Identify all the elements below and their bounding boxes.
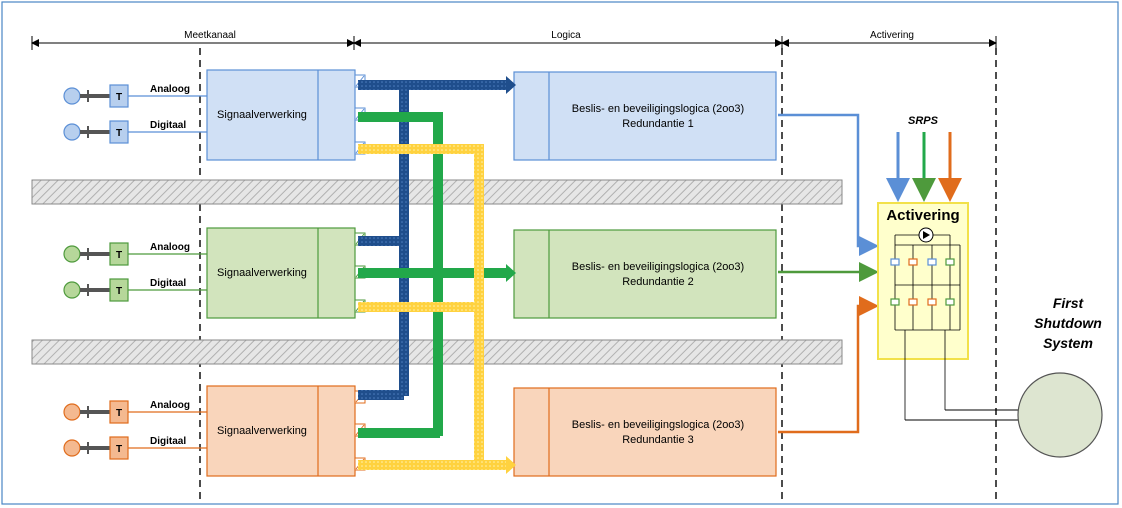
relay-contact-icon	[927, 298, 937, 306]
processing-label: Signaalverwerking	[217, 109, 307, 121]
bus-yellow	[358, 144, 516, 474]
pump-arrow-icon	[923, 231, 930, 239]
logic-redundancy: Redundantie 3	[622, 434, 694, 446]
logic-box	[513, 387, 777, 477]
relay-contact-icon	[945, 298, 955, 306]
relay-contact-icon	[890, 298, 900, 306]
phase-label-logica: Logica	[551, 30, 581, 41]
transmitter-label: T	[116, 250, 122, 261]
srps-arrows	[886, 132, 962, 202]
sensor-icon	[63, 281, 81, 299]
transmitter-label: T	[116, 92, 122, 103]
signal-type-label: Digitaal	[150, 278, 186, 289]
signal-type-label: Digitaal	[150, 436, 186, 447]
sensor-icon	[63, 87, 81, 105]
logic-output-lines	[778, 113, 879, 434]
fss-line1: First	[1053, 295, 1085, 311]
phase-boundaries	[199, 48, 997, 500]
activation-box: Activering	[877, 202, 969, 420]
relay-contact-icon	[945, 258, 955, 266]
relay-contact-icon	[890, 258, 900, 266]
phase-label-meetkanaal: Meetkanaal	[184, 30, 236, 41]
fss-line3: System	[1043, 335, 1093, 351]
sensor-icon	[63, 403, 81, 421]
transmitter-label: T	[116, 286, 122, 297]
signal-type-label: Analoog	[150, 242, 190, 253]
signal-type-label: Analoog	[150, 400, 190, 411]
contact-network	[894, 234, 961, 420]
sensor-icon	[63, 123, 81, 141]
activation-title: Activering	[886, 207, 959, 224]
logic-redundancy: Redundantie 2	[622, 276, 694, 288]
cross-link-buses	[358, 76, 516, 474]
relay-contact-icon	[908, 258, 918, 266]
signal-type-label: Digitaal	[150, 120, 186, 131]
processing-box	[206, 385, 356, 477]
logic-box	[513, 71, 777, 161]
sensor-icon	[63, 439, 81, 457]
logic-title: Beslis- en beveiligingslogica (2oo3)	[572, 261, 744, 273]
srps-label: SRPS	[908, 115, 939, 127]
bus-green	[358, 112, 516, 438]
sensor-icon	[63, 245, 81, 263]
logic-title: Beslis- en beveiligingslogica (2oo3)	[572, 103, 744, 115]
bus-blue	[358, 76, 516, 400]
first-shutdown-system-icon	[1017, 372, 1103, 458]
signal-type-label: Analoog	[150, 84, 190, 95]
transmitter-label: T	[116, 128, 122, 139]
phase-label-activering: Activering	[870, 30, 914, 41]
logic-redundancy: Redundantie 1	[622, 118, 694, 130]
logic-box	[513, 229, 777, 319]
processing-box	[206, 69, 356, 161]
fss-line2: Shutdown	[1034, 315, 1102, 331]
logic-title: Beslis- en beveiligingslogica (2oo3)	[572, 419, 744, 431]
phase-dimension-lines	[31, 36, 997, 50]
processing-label: Signaalverwerking	[217, 267, 307, 279]
transmitter-label: T	[116, 444, 122, 455]
contacts	[890, 258, 955, 306]
processing-box	[206, 227, 356, 319]
transmitter-label: T	[116, 408, 122, 419]
processing-label: Signaalverwerking	[217, 425, 307, 437]
relay-contact-icon	[908, 298, 918, 306]
relay-contact-icon	[927, 258, 937, 266]
